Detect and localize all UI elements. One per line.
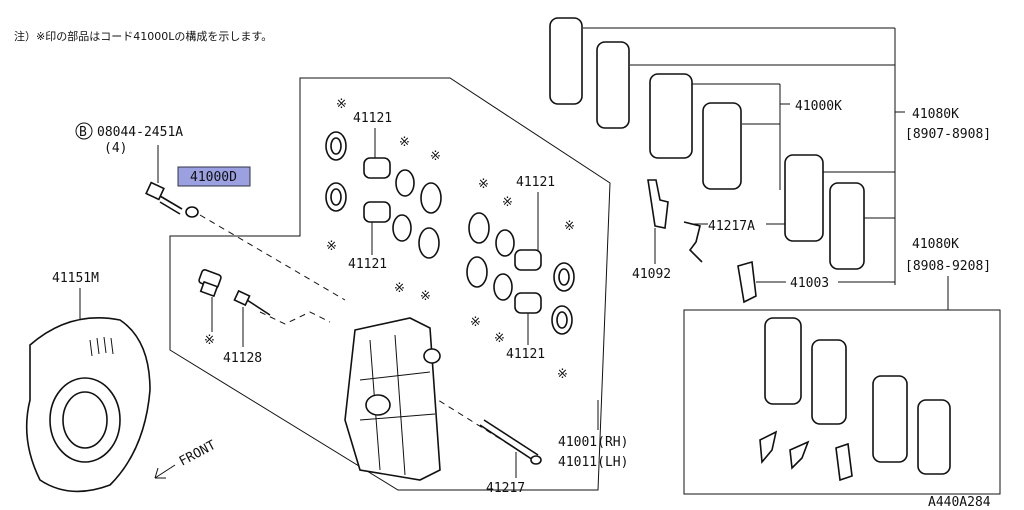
- shim-label[interactable]: 41003: [790, 276, 829, 291]
- washer-part: [185, 206, 199, 218]
- shield-label[interactable]: 41151M: [52, 271, 99, 286]
- diagram-id: A440A284: [928, 495, 991, 510]
- star-marker: ※: [336, 97, 347, 112]
- bolt-part: [145, 181, 183, 215]
- star-marker: ※: [494, 331, 505, 346]
- star-marker: ※: [326, 239, 337, 254]
- star-marker: ※: [394, 281, 405, 296]
- caliper-group-outline: [169, 77, 611, 491]
- pin-label-41121-d[interactable]: 41121: [506, 347, 545, 362]
- set-b-date-label: [8908-9208]: [905, 259, 991, 274]
- pin-label-41121-a[interactable]: 41121: [353, 111, 392, 126]
- star-markers: ※ ※ ※ ※ ※ ※ ※ ※ ※ ※ ※ ※ ※: [204, 97, 575, 382]
- set-a-code-label[interactable]: 41080K: [912, 107, 959, 122]
- bolt-marker-letter: B: [79, 125, 87, 140]
- caliper-lh-label[interactable]: 41011(LH): [558, 455, 628, 470]
- set-a-date-label: [8907-8908]: [905, 127, 991, 142]
- clip-parts: [647, 179, 703, 263]
- guide-line-bolt: [199, 214, 346, 301]
- pad-set-upper: [549, 17, 865, 270]
- bolt-code-label[interactable]: 08044-2451A: [97, 125, 183, 140]
- pin-label-41121-b[interactable]: 41121: [348, 257, 387, 272]
- long-pin-label[interactable]: 41217: [486, 481, 525, 496]
- bleeder-label[interactable]: 41128: [223, 351, 262, 366]
- seal-group-b: [466, 212, 575, 335]
- caliper-body: [344, 317, 441, 481]
- dust-shield-part: [25, 317, 151, 493]
- clip-a-label[interactable]: 41217A: [708, 219, 755, 234]
- star-marker: ※: [470, 315, 481, 330]
- highlight-label[interactable]: 41000D: [190, 170, 237, 185]
- front-label: FRONT: [177, 438, 219, 470]
- pad-kit-label[interactable]: 41000K: [795, 99, 842, 114]
- star-marker: ※: [502, 195, 513, 210]
- star-marker: ※: [399, 135, 410, 150]
- seal-group-a: [325, 131, 442, 259]
- highlight-box: [177, 166, 251, 187]
- pin-label-41121-c[interactable]: 41121: [516, 175, 555, 190]
- set-b-box: [683, 309, 1001, 495]
- bolt-qty-label: (4): [104, 141, 127, 156]
- shim-part: [737, 260, 757, 304]
- star-marker: ※: [420, 289, 431, 304]
- set-b-code-label[interactable]: 41080K: [912, 237, 959, 252]
- clip-b-label[interactable]: 41092: [632, 267, 671, 282]
- star-marker: ※: [478, 177, 489, 192]
- pad-set-lower: [759, 317, 951, 482]
- bleeder-part: [198, 269, 271, 316]
- bolt-marker-circle: [75, 122, 93, 140]
- note-text: 注）※印の部品はコード41000Lの構成を示します。: [14, 29, 272, 43]
- long-pin-part: [479, 419, 542, 465]
- star-marker: ※: [564, 219, 575, 234]
- star-marker: ※: [557, 367, 568, 382]
- front-arrow-icon: [154, 464, 176, 479]
- guide-line-bleeder: [259, 311, 331, 325]
- caliper-rh-label[interactable]: 41001(RH): [558, 435, 628, 450]
- star-marker: ※: [204, 333, 215, 348]
- star-marker: ※: [430, 149, 441, 164]
